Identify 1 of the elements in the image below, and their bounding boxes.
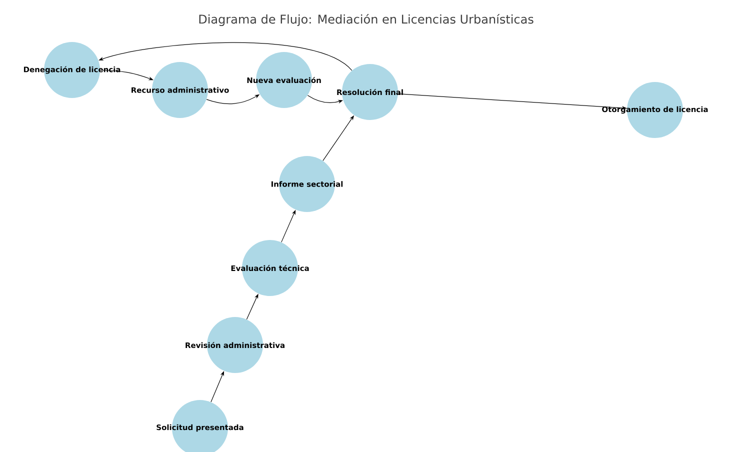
title: Diagrama de Flujo: Mediación en Licencias Urbanísticas	[199, 14, 534, 26]
